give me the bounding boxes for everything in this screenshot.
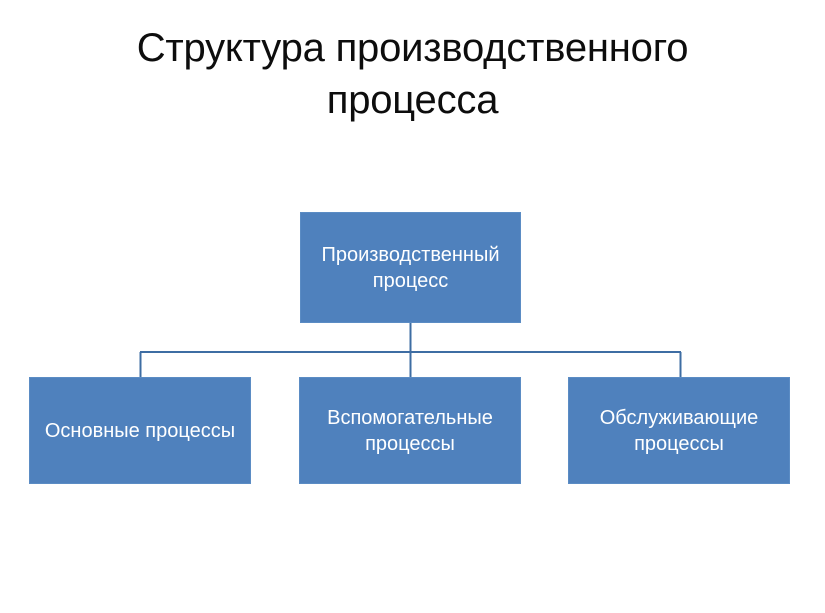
node-child-core-processes[interactable]: Основные процессы — [29, 377, 251, 484]
node-child-0-label: Основные процессы — [44, 419, 236, 442]
node-child-1-label: Вспомогательные процессы — [327, 406, 493, 455]
page-title: Структура производственного процесса — [136, 26, 689, 122]
node-child-auxiliary-processes[interactable]: Вспомогательные процессы — [299, 377, 521, 484]
node-root-production-process[interactable]: Производственный процесс — [300, 212, 521, 323]
node-child-servicing-processes[interactable]: Обслуживающие процессы — [568, 377, 790, 484]
node-root-label: Производственный процесс — [321, 243, 500, 292]
node-child-2-label: Обслуживающие процессы — [599, 406, 759, 455]
